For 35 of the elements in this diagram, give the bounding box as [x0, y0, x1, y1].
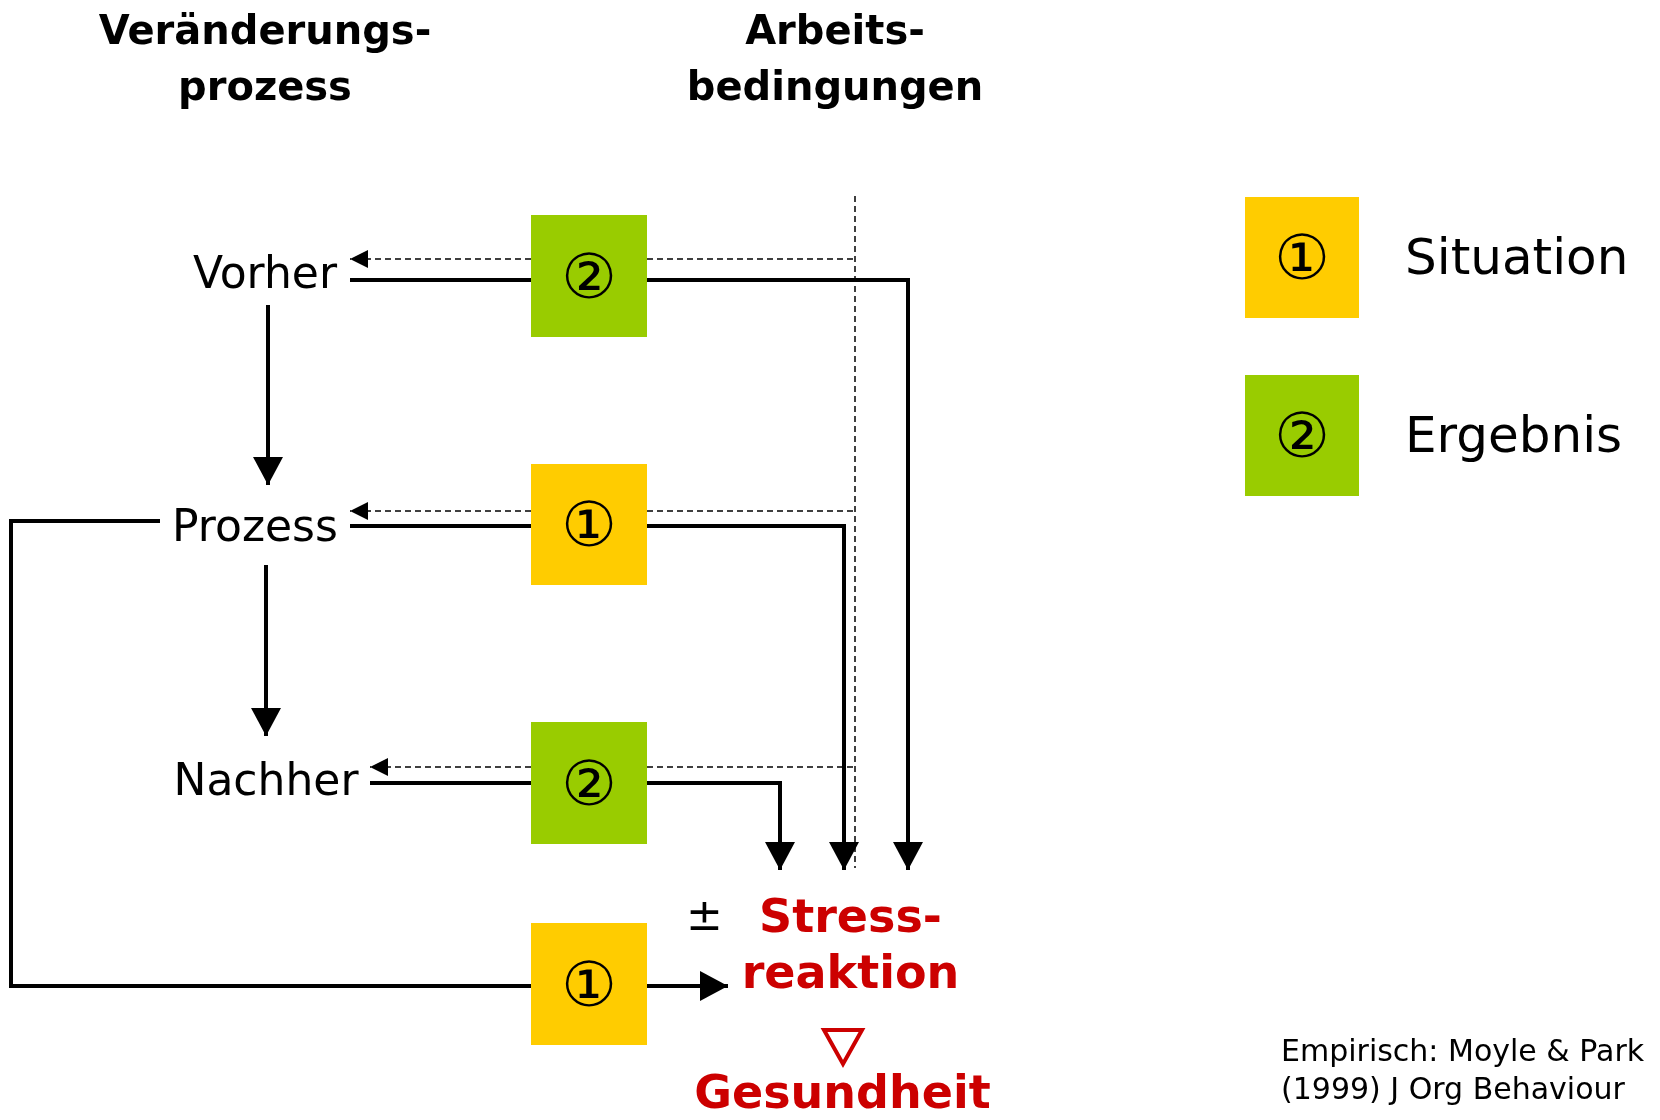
numbered-box: ①: [531, 464, 647, 585]
legend-label: Ergebnis: [1405, 405, 1623, 465]
arrow: [349, 502, 532, 520]
arrow: [647, 781, 795, 870]
citation-text: (1999) J Org Behaviour: [1281, 1071, 1625, 1106]
arrow: [251, 565, 281, 736]
legend-number: ①: [1274, 221, 1330, 294]
legend-label: Situation: [1405, 227, 1629, 287]
numbered-box: ②: [531, 215, 647, 337]
outcome-label: Gesundheit: [680, 1064, 1005, 1120]
numbered-box: ①: [531, 923, 647, 1045]
connector-line: [646, 258, 854, 260]
arrow: [647, 278, 923, 870]
stage-label: Nachher: [162, 736, 370, 822]
connector-line: [370, 781, 531, 785]
column-heading: Arbeits- bedingungen: [685, 6, 985, 111]
connector-line: [350, 524, 531, 528]
arrow: [253, 305, 283, 485]
connector-line: [646, 766, 854, 768]
column-heading: Veränderungs- prozess: [97, 6, 433, 111]
arrow: [369, 758, 532, 776]
dashed-bar: [854, 195, 856, 869]
stage-label: Prozess: [160, 485, 350, 565]
connector-line: [646, 510, 854, 512]
citation-text: Empirisch: Moyle & Park: [1281, 1033, 1645, 1068]
arrow: [647, 971, 728, 1001]
arrow: [647, 524, 859, 870]
connector-line: [9, 519, 531, 988]
legend-number: ②: [1274, 399, 1330, 472]
numbered-box: ②: [531, 722, 647, 844]
stage-label: Vorher: [180, 240, 350, 305]
arrow: [349, 250, 532, 268]
sign-label: ±: [686, 892, 723, 938]
outcome-label: Stress- reaktion: [728, 870, 973, 1018]
connector-line: [350, 278, 531, 282]
